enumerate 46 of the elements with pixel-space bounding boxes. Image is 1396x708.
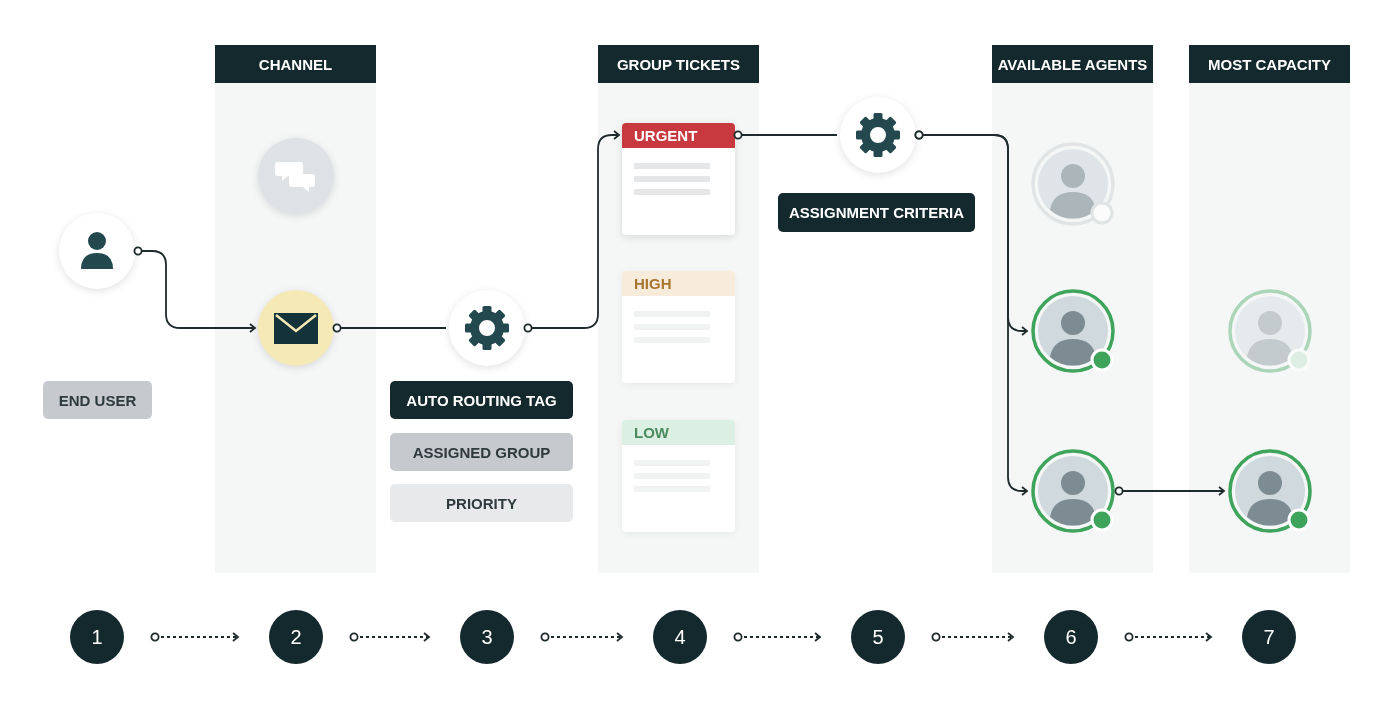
step-number: 2 bbox=[269, 610, 323, 664]
icon-circle bbox=[59, 213, 135, 289]
dotted-arrow bbox=[733, 632, 821, 642]
connector-arrow bbox=[523, 130, 620, 333]
column-band bbox=[598, 45, 759, 573]
agent-avatar bbox=[1030, 141, 1116, 227]
priority-header: URGENT bbox=[622, 123, 735, 148]
column-band bbox=[992, 45, 1153, 573]
agent-avatar bbox=[1030, 288, 1116, 374]
column-band bbox=[215, 45, 376, 573]
step-number: 5 bbox=[851, 610, 905, 664]
icon-circle bbox=[258, 138, 334, 214]
step-number: 1 bbox=[70, 610, 124, 664]
priority-header: LOW bbox=[622, 420, 735, 445]
dotted-arrow bbox=[150, 632, 239, 642]
column-header: MOST CAPACITY bbox=[1189, 45, 1350, 83]
step-number: 4 bbox=[653, 610, 707, 664]
priority-header: HIGH bbox=[622, 271, 735, 296]
column-header: CHANNEL bbox=[215, 45, 376, 83]
agent-avatar bbox=[1227, 448, 1313, 534]
tag-label: PRIORITY bbox=[390, 484, 573, 522]
dotted-arrow bbox=[1124, 632, 1212, 642]
ticket-card bbox=[622, 420, 735, 532]
tag-label: ASSIGNED GROUP bbox=[390, 433, 573, 471]
agent-avatar bbox=[1030, 448, 1116, 534]
column-band bbox=[1189, 45, 1350, 573]
dotted-arrow bbox=[931, 632, 1014, 642]
tag-label: ASSIGNMENT CRITERIA bbox=[778, 193, 975, 232]
step-number: 6 bbox=[1044, 610, 1098, 664]
tag-label: AUTO ROUTING TAG bbox=[390, 381, 573, 419]
ticket-card bbox=[622, 271, 735, 383]
step-number: 7 bbox=[1242, 610, 1296, 664]
icon-circle bbox=[449, 290, 525, 366]
step-number: 3 bbox=[460, 610, 514, 664]
connector-arrow bbox=[1114, 486, 1225, 496]
agent-avatar bbox=[1227, 288, 1313, 374]
tag-label: END USER bbox=[43, 381, 152, 419]
dotted-arrow bbox=[540, 632, 623, 642]
icon-circle bbox=[840, 97, 916, 173]
column-header: AVAILABLE AGENTS bbox=[992, 45, 1153, 83]
icon-circle bbox=[258, 290, 334, 366]
connector-arrow bbox=[914, 130, 1028, 496]
ticket-card bbox=[622, 123, 735, 235]
dotted-arrow bbox=[349, 632, 430, 642]
connector-arrow bbox=[133, 246, 256, 333]
column-header: GROUP TICKETS bbox=[598, 45, 759, 83]
